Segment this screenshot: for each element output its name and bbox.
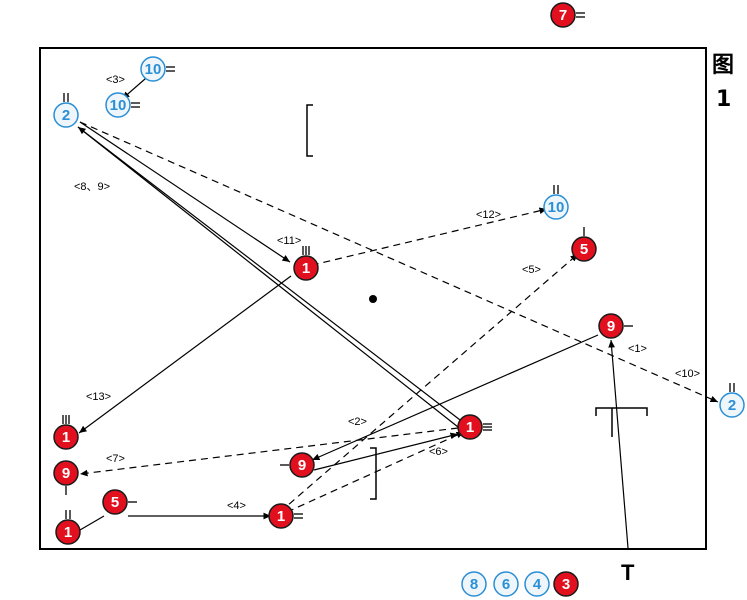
player-red-9: 9 xyxy=(598,313,633,339)
player-number: 9 xyxy=(607,318,615,335)
figure-number: 1 xyxy=(716,87,731,112)
player-red-1: 1 xyxy=(55,510,81,545)
step-label: <11> xyxy=(277,235,301,247)
step-label: <4> xyxy=(227,500,246,512)
step-labels: <3> <8、9> <11> <12> <5> <1> <10> <13> <2… xyxy=(74,74,700,512)
player-blue-10: 10 xyxy=(105,92,140,118)
player-circle xyxy=(457,414,483,440)
court-boundary xyxy=(39,47,707,550)
player-number: 5 xyxy=(580,241,588,258)
step-label: <3> xyxy=(106,74,125,86)
player-red-1: 1 xyxy=(268,503,303,529)
player-number: 7 xyxy=(559,7,567,24)
player-circle xyxy=(102,489,128,515)
player-circle xyxy=(550,2,576,28)
player-number: 9 xyxy=(62,465,70,482)
player-blue-4: 4 xyxy=(524,571,550,597)
player-number: 8 xyxy=(470,576,478,593)
step-label: <1> xyxy=(628,343,647,355)
player-circle xyxy=(105,92,131,118)
player-blue-10: 10 xyxy=(543,185,569,220)
player-red-9: 9 xyxy=(280,452,315,478)
step-label: <8、9> xyxy=(74,181,110,193)
player-circle xyxy=(543,194,569,220)
player-blue-8: 8 xyxy=(461,571,487,597)
player-circle xyxy=(140,56,166,82)
player-number: 10 xyxy=(548,199,565,216)
player-number: 1 xyxy=(466,419,474,436)
player-number: 2 xyxy=(728,397,736,414)
movement-lines xyxy=(77,71,719,549)
player-circle xyxy=(53,424,79,450)
player-number: 6 xyxy=(502,576,510,593)
player-red-5: 5 xyxy=(102,489,137,515)
player-number: 1 xyxy=(62,429,70,446)
player-circle xyxy=(461,571,487,597)
players: 7 10 10 2 10 5 1 9 2 1 1 9 9 5 1 1 8 6 4… xyxy=(53,2,745,597)
player-circle xyxy=(571,236,597,262)
player-blue-2: 2 xyxy=(53,93,79,128)
player-red-9: 9 xyxy=(53,460,79,495)
player-red-1: 1 xyxy=(457,414,492,440)
player-blue-6: 6 xyxy=(493,571,519,597)
center-dot xyxy=(369,295,377,303)
t-bracket-right xyxy=(595,407,648,437)
player-circle xyxy=(493,571,519,597)
player-red-7: 7 xyxy=(550,2,585,28)
bracket-top xyxy=(306,104,313,157)
player-red-1: 1 xyxy=(53,415,79,450)
player-red-5: 5 xyxy=(571,227,597,262)
player-number: 1 xyxy=(277,508,285,525)
player-circle xyxy=(289,452,315,478)
player-circle xyxy=(598,313,624,339)
player-circle xyxy=(53,460,79,486)
player-circle xyxy=(268,503,294,529)
player-number: 1 xyxy=(302,260,310,277)
step-label: <13> xyxy=(86,391,111,403)
t-marker: T xyxy=(621,560,635,585)
player-number: 1 xyxy=(64,524,72,541)
player-number: 10 xyxy=(145,61,162,78)
player-circle xyxy=(553,571,579,597)
player-circle xyxy=(53,102,79,128)
step-label: <2> xyxy=(348,416,367,428)
player-blue-10: 10 xyxy=(140,56,175,82)
step-label: <5> xyxy=(522,264,541,276)
player-number: 2 xyxy=(62,107,70,124)
player-number: 4 xyxy=(533,576,542,593)
step-label: <7> xyxy=(106,453,125,465)
figure-title: 图 xyxy=(712,53,734,78)
player-number: 3 xyxy=(562,576,570,593)
player-blue-2: 2 xyxy=(719,383,745,418)
player-red-3: 3 xyxy=(553,571,579,597)
player-circle xyxy=(719,392,745,418)
player-number: 10 xyxy=(110,97,127,114)
step-label: <6> xyxy=(429,446,448,458)
player-circle xyxy=(293,255,319,281)
bracket-bottom xyxy=(370,447,377,500)
player-number: 5 xyxy=(111,494,119,511)
player-red-1: 1 xyxy=(293,246,319,281)
step-label: <10> xyxy=(675,368,700,380)
player-circle xyxy=(524,571,550,597)
player-circle xyxy=(55,519,81,545)
step-label: <12> xyxy=(476,209,501,221)
player-number: 9 xyxy=(298,457,306,474)
